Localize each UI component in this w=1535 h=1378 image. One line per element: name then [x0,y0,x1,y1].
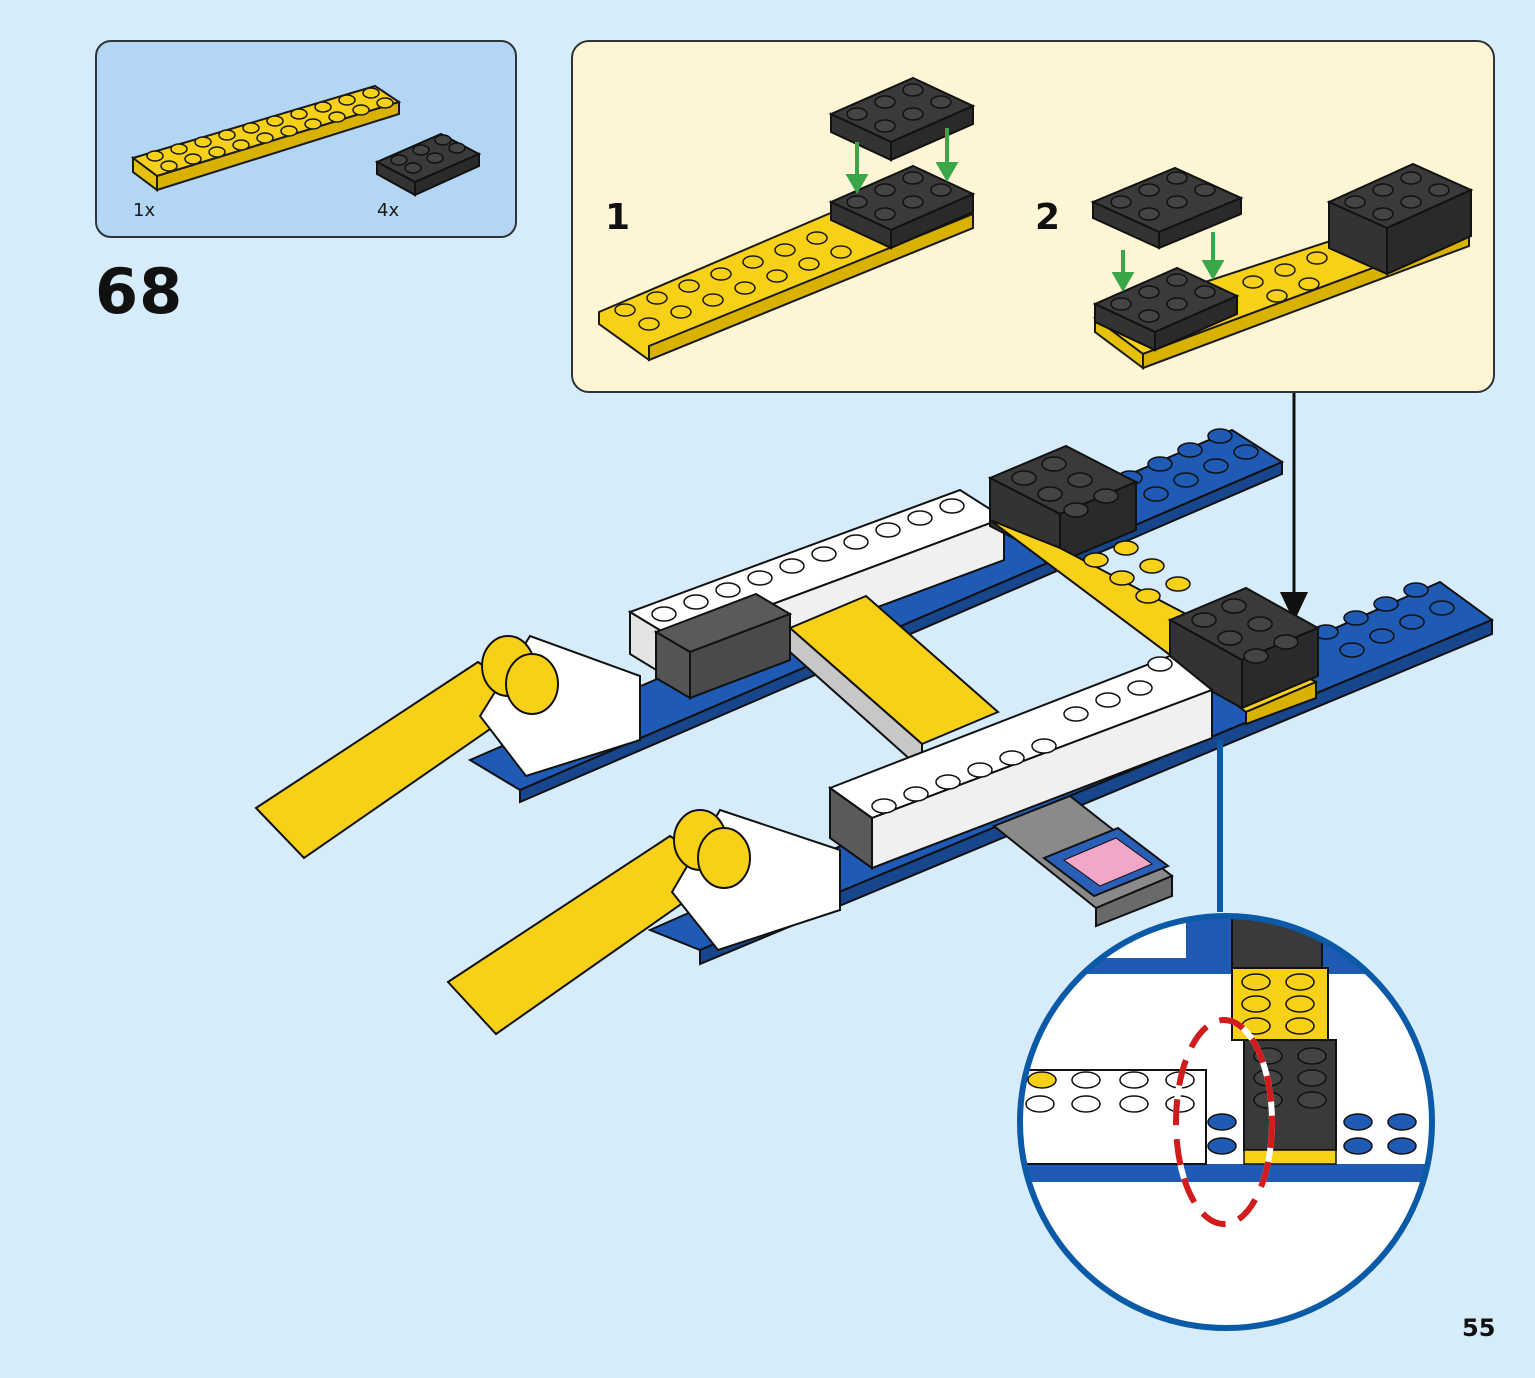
substep-label-2: 2 [1035,197,1061,238]
part-quantity-yellow-plate: 1x [133,200,156,221]
placement-arrow-icon [845,128,959,195]
black-plate-2x3-icon [374,132,482,197]
parts-list-box: 1x 4x [95,40,517,238]
detail-callout [1020,916,1432,1328]
substep-1-assembly [598,76,976,362]
callout-circle [1017,913,1435,1331]
parts-illustration [130,84,482,197]
part-quantity-black-plate: 4x [377,200,400,221]
substep-2-assembly [1090,162,1474,370]
page-number: 55 [1462,1314,1496,1342]
substep-box: 1 2 [571,40,1495,393]
assembly-arrow-icon [1280,393,1308,622]
substep-label-1: 1 [605,197,631,238]
placement-arrow-icon [1111,232,1225,293]
substep-illustration [598,76,1474,370]
step-number: 68 [95,255,184,328]
yellow-plate-2x10-icon [130,84,402,192]
